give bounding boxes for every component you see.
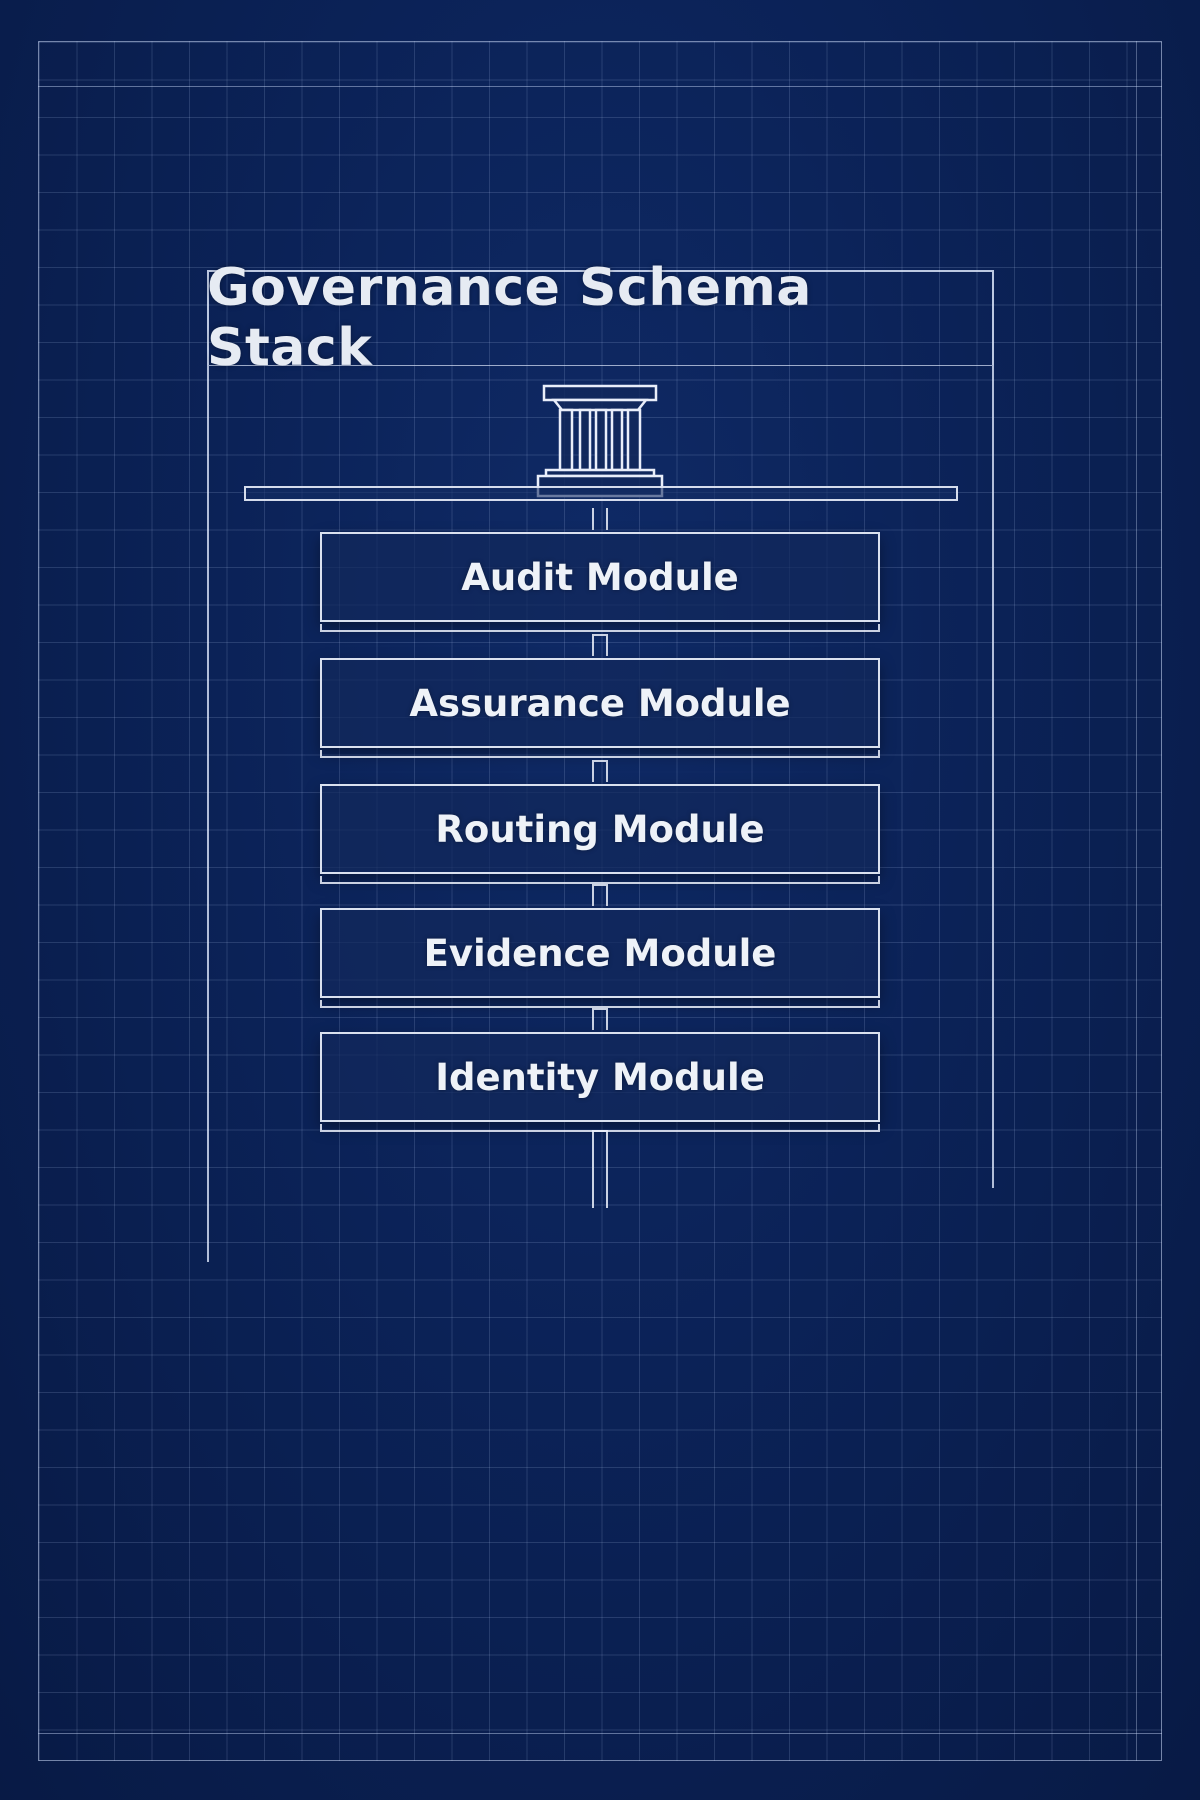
connector <box>592 1008 608 1030</box>
module-box-evidence: Evidence Module <box>320 908 880 1008</box>
frame-right-rail <box>992 366 994 1188</box>
connector <box>592 884 608 906</box>
grid-border-line <box>1136 41 1137 1761</box>
base-stem <box>592 1130 608 1208</box>
module-label: Assurance Module <box>409 681 791 725</box>
pillar-icon <box>536 384 664 498</box>
module-label: Identity Module <box>435 1055 765 1099</box>
connector <box>592 760 608 782</box>
module-box-identity: Identity Module <box>320 1032 880 1132</box>
blueprint-grid <box>38 41 1162 1761</box>
frame-left-rail <box>207 366 209 1262</box>
connector <box>592 508 608 530</box>
grid-border-line <box>38 1733 1162 1734</box>
module-label: Routing Module <box>435 807 765 851</box>
module-box-routing: Routing Module <box>320 784 880 884</box>
diagram-title: Governance Schema Stack <box>207 258 812 378</box>
module-box-assurance: Assurance Module <box>320 658 880 758</box>
module-box-audit: Audit Module <box>320 532 880 632</box>
support-beam <box>244 486 958 501</box>
module-label: Evidence Module <box>423 931 777 975</box>
grid-border-line <box>38 86 1162 87</box>
connector <box>592 634 608 656</box>
title-frame <box>207 270 994 366</box>
module-label: Audit Module <box>461 555 739 599</box>
